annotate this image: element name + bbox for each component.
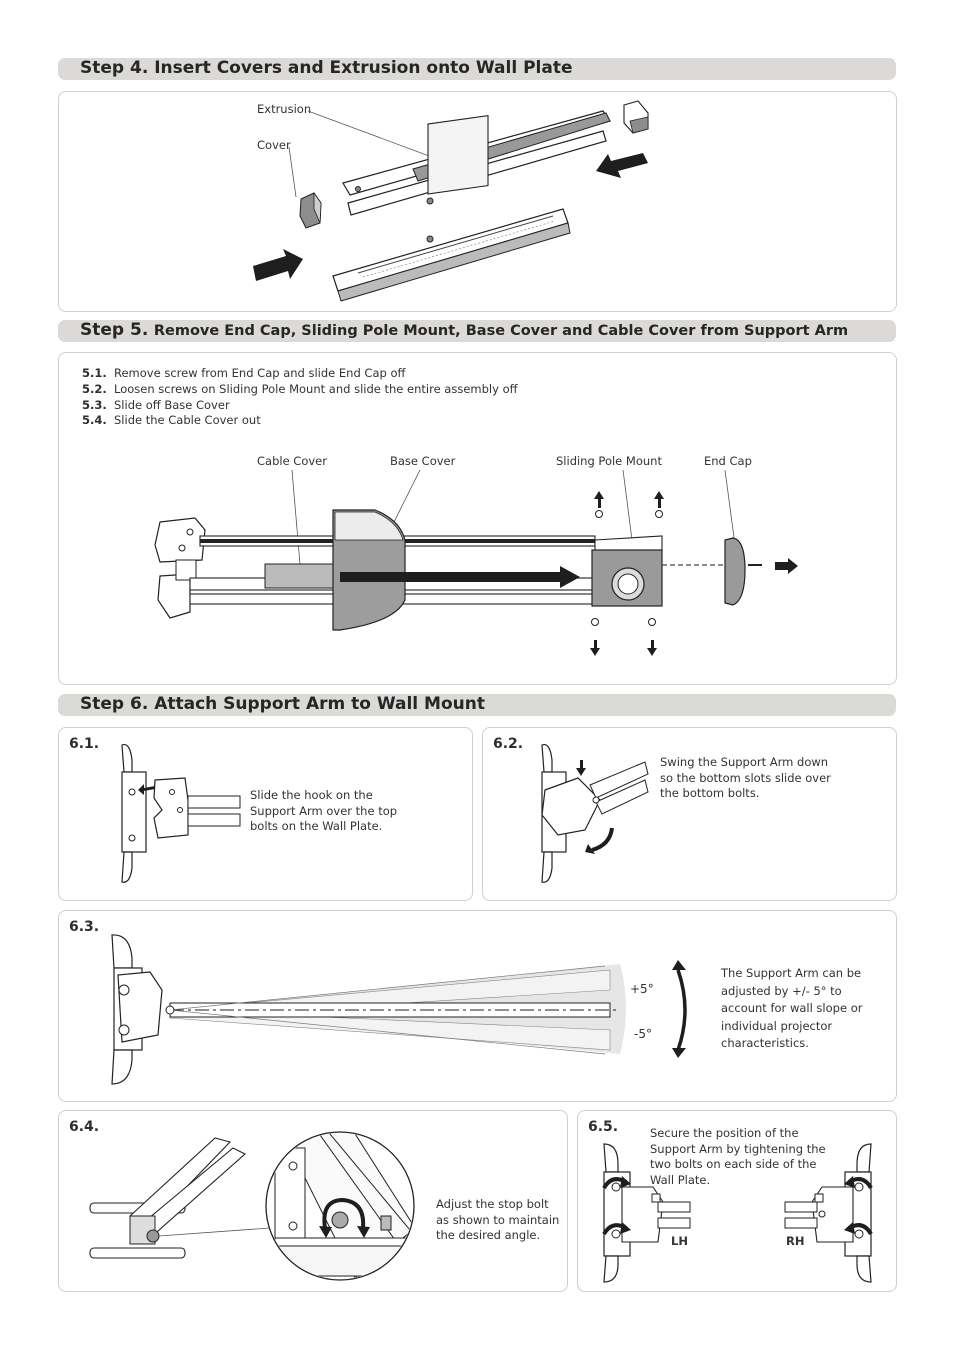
end-cap-right — [623, 100, 649, 134]
step5-title-rest: Remove End Cap, Sliding Pole Mount, Base… — [153, 323, 849, 339]
sliding-pole-mount-drawing — [591, 535, 663, 607]
step5-item-number: 5.4. — [82, 413, 107, 428]
step5-item: 5.1. Remove screw from End Cap and slide … — [82, 366, 518, 382]
step5-item: 5.2. Loosen screws on Sliding Pole Mount … — [82, 382, 518, 398]
step5-title: Step 5. Remove End Cap, Sliding Pole Mou… — [80, 320, 848, 340]
step5-item-number: 5.2. — [82, 381, 107, 396]
step4-title: Step 4. Insert Covers and Extrusion onto… — [80, 58, 573, 78]
adjust-arc-arrow-icon — [676, 969, 687, 1051]
extrusion-drawing — [342, 110, 611, 243]
step6-5-number: 6.5. — [588, 1119, 619, 1135]
base-cover-label: Base Cover — [390, 454, 456, 468]
lh-label: LH — [671, 1234, 688, 1248]
sliding-pole-mount-label: Sliding Pole Mount — [556, 454, 662, 468]
arrow-left-icon — [596, 153, 648, 178]
step5-item-text: Slide off Base Cover — [114, 397, 230, 412]
step6-5-lh-diagram — [602, 1143, 691, 1283]
step5-title-prefix: Step 5. — [80, 320, 149, 340]
step5-header: Step 5. Remove End Cap, Sliding Pole Mou… — [58, 320, 896, 342]
step6-header: Step 6. Attach Support Arm to Wall Mount — [58, 694, 896, 716]
step6-2-diagram — [541, 743, 649, 883]
slide-arrow-icon — [340, 566, 580, 588]
step6-3-diagram — [111, 934, 687, 1085]
step5-item-text: Remove screw from End Cap and slide End … — [114, 366, 406, 380]
step5-item: 5.3. Slide off Base Cover — [82, 398, 518, 414]
step6-4-diagram — [89, 1131, 415, 1281]
cover-label: Cover — [257, 138, 291, 152]
step6-1-number: 6.1. — [69, 736, 100, 752]
cable-cover-label: Cable Cover — [257, 454, 327, 468]
step5-list: 5.1. Remove screw from End Cap and slide … — [82, 366, 518, 429]
rh-label: RH — [786, 1234, 805, 1248]
step5-item-text: Slide the Cable Cover out — [114, 413, 261, 428]
step6-1-text: Slide the hook on the Support Arm over t… — [250, 788, 398, 833]
arrow-right-icon — [253, 249, 303, 281]
extrusion-label: Extrusion — [257, 102, 312, 116]
hook-arrow-icon — [138, 784, 155, 795]
step4-diagram — [253, 100, 649, 302]
step5-item-number: 5.1. — [82, 366, 107, 380]
step6-title: Step 6. Attach Support Arm to Wall Mount — [80, 694, 485, 714]
step6-5-rh-diagram — [784, 1143, 873, 1283]
end-cap-label: End Cap — [704, 454, 752, 468]
swing-arrow-icon — [591, 827, 614, 852]
step5-panel — [58, 352, 897, 685]
step6-4-text: Adjust the stop bolt as shown to maintai… — [436, 1197, 560, 1242]
end-cap-arrow-icon — [775, 558, 798, 574]
screw-down-arrows-icon — [590, 618, 657, 656]
minus5-label: -5° — [634, 1027, 652, 1041]
step6-5-text: Secure the position of the Support Arm b… — [650, 1126, 826, 1187]
step5-diagram — [154, 469, 798, 656]
step4-header: Step 4. Insert Covers and Extrusion onto… — [58, 58, 896, 80]
down-arrow-icon — [576, 768, 586, 776]
step6-2-text: Swing the Support Arm down so the bottom… — [660, 755, 831, 800]
wall-bracket-drawing — [154, 517, 216, 619]
plus5-label: +5° — [630, 982, 654, 996]
step5-item: 5.4. Slide the Cable Cover out — [82, 413, 518, 429]
step6-3-text: The Support Arm can be adjusted by +/- 5… — [721, 966, 863, 1050]
screw-up-arrows-icon — [594, 491, 664, 518]
end-cap-drawing — [724, 537, 746, 606]
step6-2-number: 6.2. — [493, 736, 524, 752]
step6-3-number: 6.3. — [69, 919, 100, 935]
cover-drawing — [332, 208, 571, 302]
step6-1-diagram — [121, 743, 241, 883]
step6-4-number: 6.4. — [69, 1119, 100, 1135]
end-cap-left — [299, 191, 322, 229]
step5-item-number: 5.3. — [82, 397, 107, 412]
rotate-arrow-icon — [322, 1197, 366, 1229]
step5-item-text: Loosen screws on Sliding Pole Mount and … — [114, 381, 518, 396]
